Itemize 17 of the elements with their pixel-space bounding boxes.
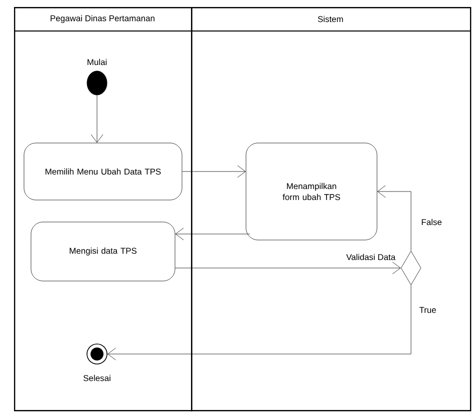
arrow <box>108 285 412 360</box>
action-box: Memilih Menu Ubah Data TPS <box>24 142 182 200</box>
arrow <box>377 185 412 251</box>
node-caption: Selesai <box>84 374 110 382</box>
arrow <box>182 165 246 178</box>
edge-label: Validasi Data <box>345 252 396 262</box>
arrow <box>175 262 401 274</box>
arrow <box>175 228 250 240</box>
action-box: Menampilkan form ubah TPS <box>246 142 378 240</box>
arrow <box>90 95 104 143</box>
action-box: Mengisi data TPS <box>30 222 176 282</box>
edge-label: False <box>420 218 443 226</box>
edge-label: True <box>418 306 438 314</box>
end-node <box>86 344 108 364</box>
start-node <box>86 70 108 96</box>
node-caption: Mulai <box>88 58 107 66</box>
decision-diamond <box>400 250 422 286</box>
